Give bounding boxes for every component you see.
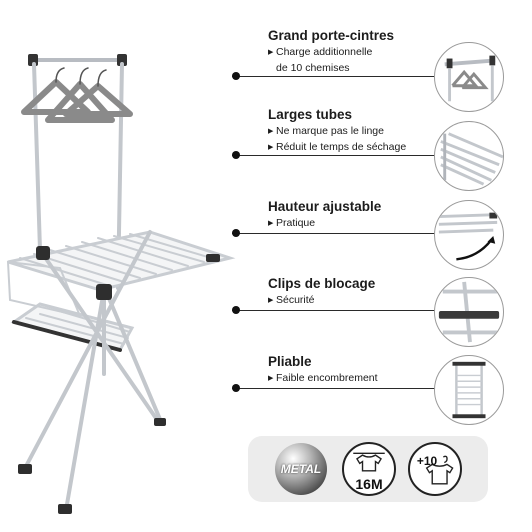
connector-line xyxy=(232,388,468,389)
bullet-arrow-icon: ▶ xyxy=(268,375,274,382)
feature-title: Hauteur ajustable xyxy=(268,199,382,214)
bullet-arrow-icon: ▶ xyxy=(268,49,274,56)
feature-title: Pliable xyxy=(268,354,312,369)
feature-bullets: ▶Charge additionnelle de 10 chemises xyxy=(268,45,448,75)
feature-bullets: ▶Pratique xyxy=(268,216,448,232)
locking-clip-closeup-icon xyxy=(434,277,504,347)
bullet-arrow-icon: ▶ xyxy=(268,220,274,227)
connector-line xyxy=(232,155,468,156)
feature-bullet: de 10 chemises xyxy=(276,61,350,74)
connector-line xyxy=(232,310,468,311)
feature-locking-clips: Clips de blocage ▶Sécurité xyxy=(232,276,532,356)
connector-dot xyxy=(232,72,240,80)
feature-bullet: ▶Faible encombrement xyxy=(268,371,448,387)
feature-hanger-bar: Grand porte-cintres ▶Charge additionnell… xyxy=(232,28,532,112)
feature-bullets: ▶Faible encombrement xyxy=(268,371,448,387)
bullet-arrow-icon: ▶ xyxy=(268,128,274,135)
bullet-arrow-icon: ▶ xyxy=(268,143,274,151)
feature-adjustable-height: Hauteur ajustable ▶Pratique xyxy=(232,199,532,279)
length-label: 16M xyxy=(355,476,383,492)
folded-rack-closeup-icon xyxy=(434,355,504,425)
badges-panel: METAL 16M +10 xyxy=(248,436,488,502)
metal-badge: METAL xyxy=(274,442,328,496)
extra-shirts-badge: +10 xyxy=(408,442,462,496)
feature-bullet: ▶Charge additionnelle xyxy=(268,45,448,61)
connector-line xyxy=(232,76,468,77)
adjustable-wing-closeup-icon xyxy=(434,200,504,270)
hanger-bar-closeup-icon xyxy=(434,42,504,112)
length-badge: 16M xyxy=(342,442,396,496)
connector-dot xyxy=(232,151,240,159)
connector-dot xyxy=(232,384,240,392)
connector-line xyxy=(232,233,468,234)
metal-label: METAL xyxy=(280,462,322,476)
feature-bullet: ▶Sécurité xyxy=(268,293,448,309)
feature-title: Grand porte-cintres xyxy=(268,28,395,43)
bullet-arrow-icon: ▶ xyxy=(268,297,274,304)
feature-foldable: Pliable ▶Faible encombrement xyxy=(232,354,532,434)
drying-rack-product-image xyxy=(6,54,236,514)
connector-dot xyxy=(232,306,240,314)
feature-bullet: ▶Pratique xyxy=(268,216,448,232)
feature-title: Larges tubes xyxy=(268,107,353,122)
shirt-line-icon xyxy=(353,452,385,472)
feature-title: Clips de blocage xyxy=(268,276,376,291)
feature-bullet: ▶Ne marque pas le linge xyxy=(268,124,448,140)
feature-bullets: ▶Ne marque pas le linge ▶Réduit le temps… xyxy=(268,124,448,155)
connector-dot xyxy=(232,229,240,237)
feature-wide-tubes: Larges tubes ▶Ne marque pas le linge ▶Ré… xyxy=(232,107,532,191)
drying-rails-closeup-icon xyxy=(434,121,504,191)
feature-bullets: ▶Sécurité xyxy=(268,293,448,309)
metal-sphere-icon xyxy=(275,443,327,495)
shirt-hanger-icon xyxy=(425,455,454,485)
feature-bullet: ▶Réduit le temps de séchage xyxy=(268,140,448,156)
extra-shirts-label: +10 xyxy=(416,454,438,468)
